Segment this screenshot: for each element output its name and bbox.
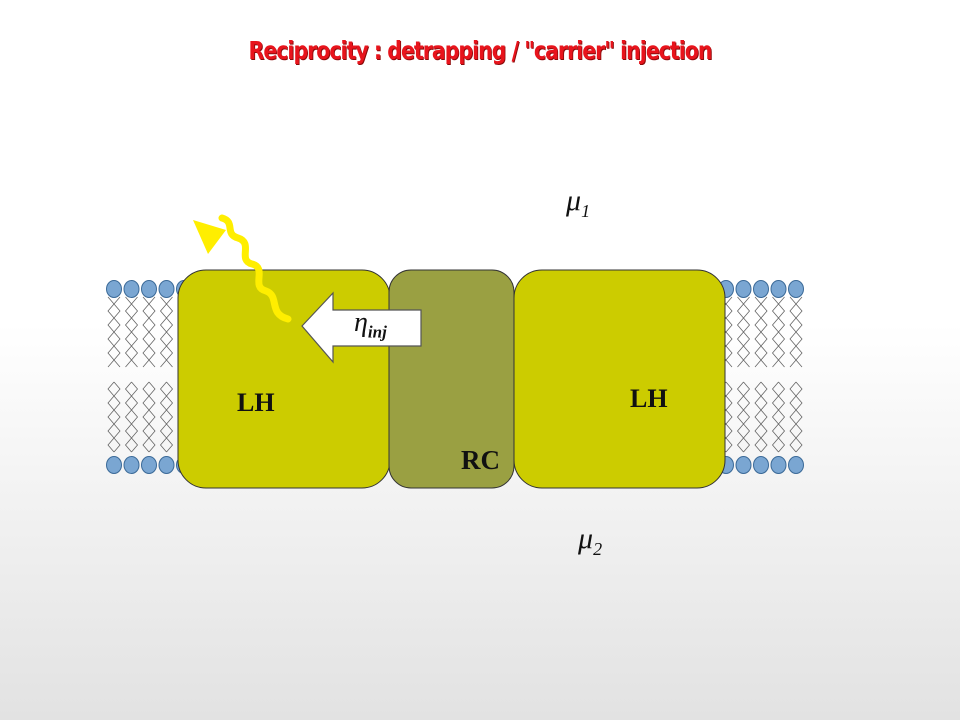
lipid-tail	[124, 381, 133, 453]
lipid-head	[123, 280, 140, 298]
lipid-tail	[725, 296, 733, 368]
lipid-tail	[742, 296, 751, 368]
lipid-tail	[165, 381, 174, 453]
lipid-tail	[789, 296, 797, 368]
mu2-subscript: 2	[593, 539, 603, 559]
lh-complex-right	[513, 269, 726, 489]
rc-label: RC	[461, 445, 500, 475]
lh-complex-left	[177, 269, 391, 489]
photon-icon	[193, 214, 292, 323]
lipid-head	[735, 280, 752, 298]
lipid-tail	[130, 381, 139, 453]
mu1-symbol: μ	[566, 184, 582, 217]
lipid-tail	[142, 296, 150, 368]
lipid-head	[141, 280, 157, 298]
lipid-head	[788, 456, 804, 474]
lipid-head	[753, 456, 769, 474]
page-title: Reciprocity : detrapping / "carrier" inj…	[248, 36, 713, 65]
lipid-head	[106, 456, 122, 474]
injection-arrow-icon	[301, 291, 422, 364]
lipid-head	[770, 456, 787, 474]
eta-symbol: η	[354, 307, 368, 338]
lipid-tail	[771, 296, 780, 368]
lipid-tail	[159, 296, 168, 368]
lipid-tail	[165, 296, 174, 368]
lipid-tail	[124, 296, 133, 368]
lipid-tail	[107, 296, 115, 368]
lipid-tail	[789, 381, 797, 453]
lipid-tail	[795, 296, 803, 368]
lipid-tail	[107, 381, 115, 453]
lipid-tail	[754, 381, 762, 453]
lipid-head	[770, 280, 787, 298]
lipid-head	[788, 280, 804, 298]
eta-subscript: inj	[367, 322, 387, 342]
lipid-tail	[148, 381, 156, 453]
lipid-tail	[736, 381, 745, 453]
lipid-tail	[754, 296, 762, 368]
lipid-tail	[777, 296, 786, 368]
lipid-tail	[113, 381, 121, 453]
mu2-symbol: μ	[578, 522, 594, 555]
lipid-head	[735, 456, 752, 474]
lh-right-label: LH	[630, 384, 668, 413]
lipid-head	[106, 280, 122, 298]
mu2-label: μ2	[578, 522, 602, 560]
lipid-tail	[725, 381, 733, 453]
lipid-tail	[148, 296, 156, 368]
lipid-tail	[142, 381, 150, 453]
lipid-head	[753, 280, 769, 298]
lipid-tail	[159, 381, 168, 453]
lh-left-label: LH	[237, 388, 275, 417]
lipid-head	[123, 456, 140, 474]
lipid-tail	[742, 381, 751, 453]
lipid-tail	[771, 381, 780, 453]
lipid-head	[158, 280, 175, 298]
mu1-subscript: 1	[581, 201, 591, 221]
eta-inj-label: ηinj	[354, 307, 387, 343]
lipid-head	[141, 456, 157, 474]
lipid-tail	[777, 381, 786, 453]
lipid-tail	[736, 296, 745, 368]
lipid-tail	[113, 296, 121, 368]
lipid-tail	[760, 381, 768, 453]
lipid-tail	[130, 296, 139, 368]
lipid-tail	[760, 296, 768, 368]
mu1-label: μ1	[566, 184, 590, 222]
lipid-tail	[795, 381, 803, 453]
lipid-head	[158, 456, 175, 474]
